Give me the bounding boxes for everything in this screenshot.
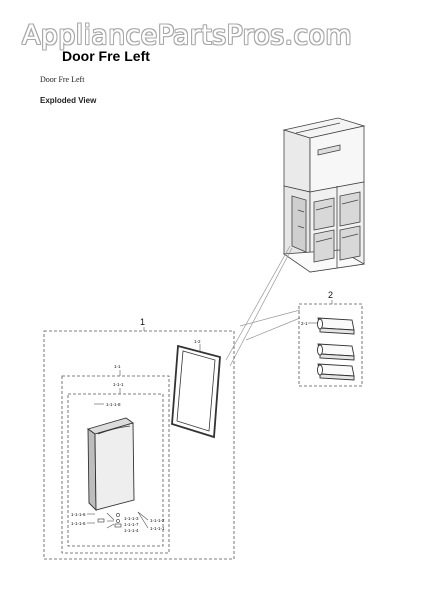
door-sub-box xyxy=(67,393,164,547)
callout-bin: 2-1 xyxy=(301,321,308,326)
callout-assembly: 1 xyxy=(140,317,145,327)
callout-part-4: 1-1-1-4 xyxy=(124,528,139,533)
callout-part-7: 1-1-1-7 xyxy=(124,522,139,527)
callout-door-sub: 1-1-1 xyxy=(113,382,124,387)
page-title: Door Fre Left xyxy=(62,48,150,64)
assembly-1-box xyxy=(43,330,235,560)
callout-part-2: 1-1-1-2 xyxy=(150,518,165,523)
group-boxes xyxy=(43,303,363,560)
leader-lines xyxy=(225,245,301,367)
view-label: Exploded View xyxy=(40,96,97,105)
door-bin-3 xyxy=(317,363,355,381)
door-panel xyxy=(86,417,135,512)
hinge-parts xyxy=(97,513,122,528)
door-assy-box xyxy=(61,375,170,554)
refrigerator-illustration xyxy=(282,117,366,273)
watermark-logo: AppliancePartsPros.com xyxy=(22,20,352,51)
door-bin-2 xyxy=(317,343,355,361)
callout-lines xyxy=(87,300,333,529)
callout-bin-group: 2 xyxy=(328,290,333,300)
callout-door-assy: 1-1 xyxy=(114,364,121,369)
door-bins xyxy=(317,317,355,381)
bin-group-box xyxy=(298,303,363,387)
page-subtitle: Door Fre Left xyxy=(40,75,85,84)
callout-handle-part: 1-1-1-8 xyxy=(106,402,121,407)
callout-part-5: 1-1-1-5 xyxy=(71,521,86,526)
callout-part-1: 1-1-1-1 xyxy=(150,526,165,531)
callout-part-3: 1-1-1-3 xyxy=(124,516,139,521)
callout-part-6: 1-1-1-6 xyxy=(71,512,86,517)
callout-gasket: 1-2 xyxy=(194,339,201,344)
door-gasket xyxy=(171,344,221,439)
door-bin-1 xyxy=(317,317,355,335)
